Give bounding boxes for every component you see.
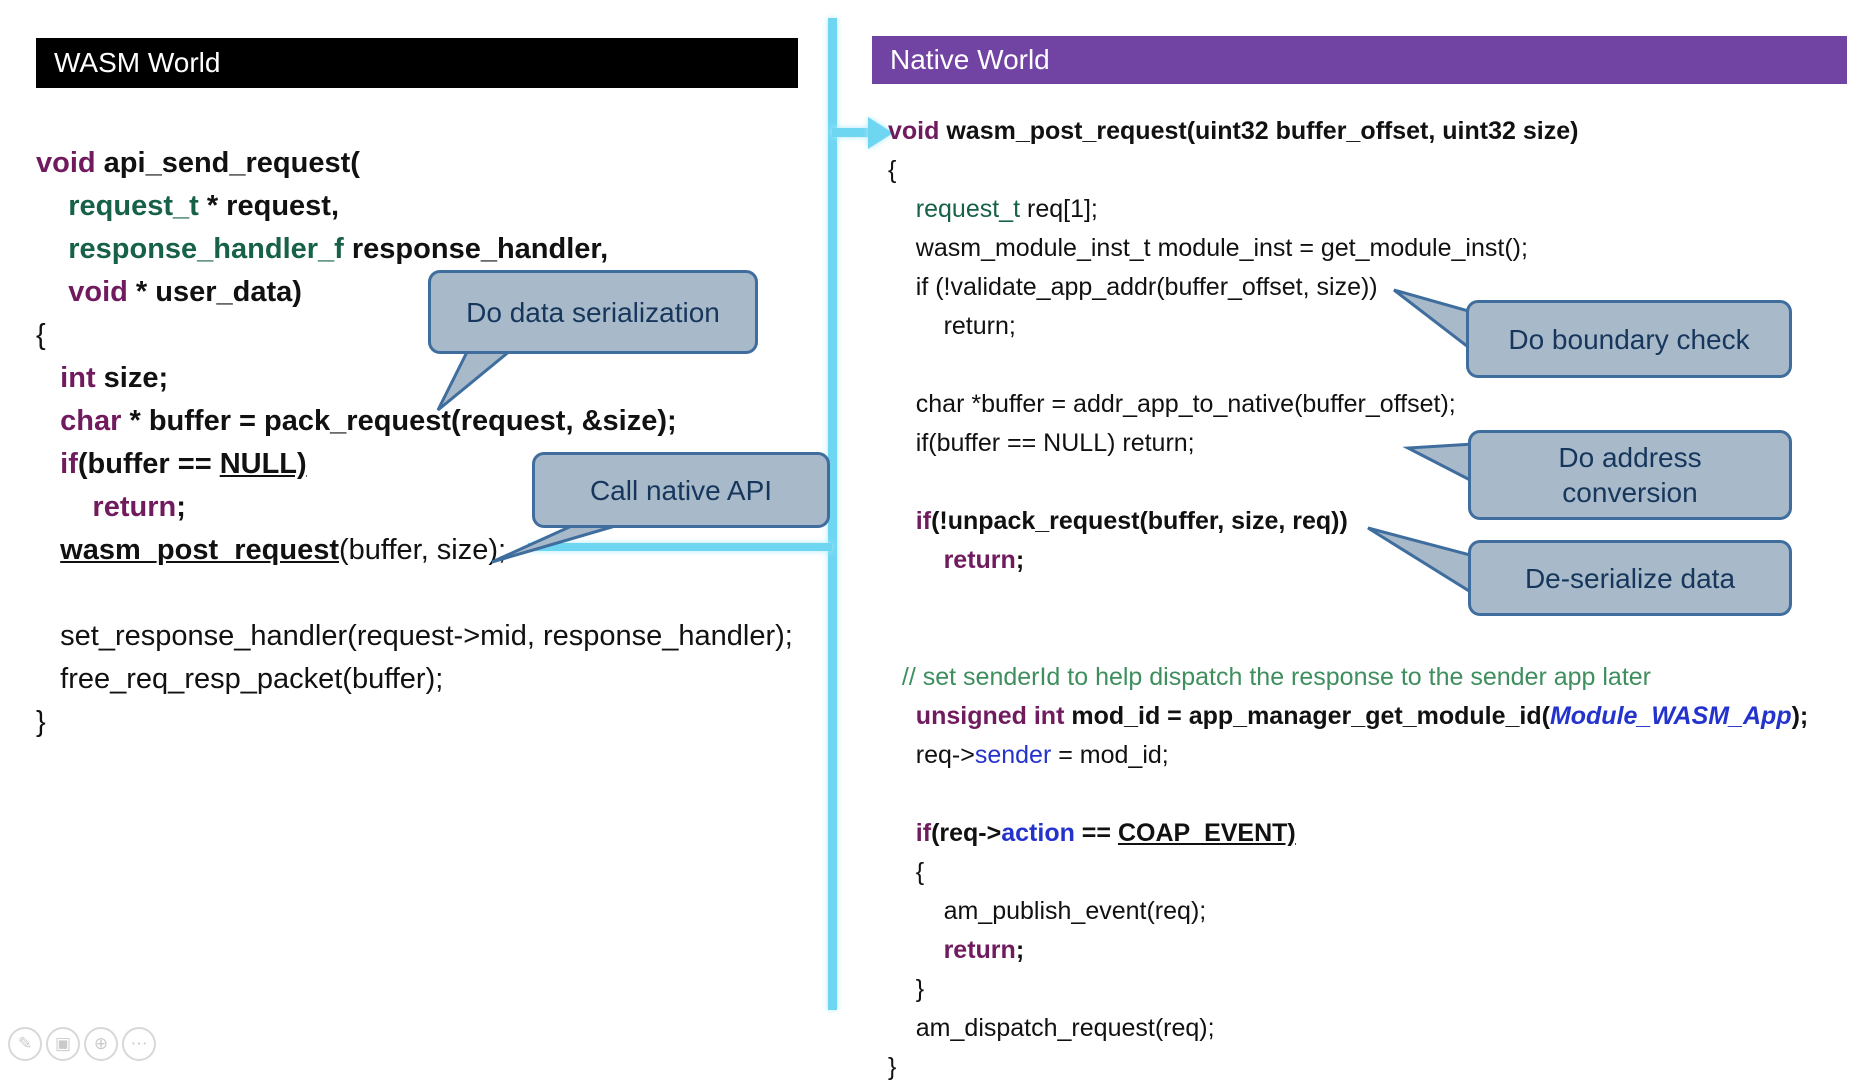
code-line: { — [36, 319, 46, 351]
zoom-icon[interactable]: ⊕ — [84, 1027, 118, 1061]
more-icon-glyph: ⋯ — [130, 1034, 148, 1053]
callout-do-data-serialization: Do data serialization — [428, 270, 758, 354]
code-line: return; — [92, 491, 186, 523]
slides-icon-glyph: ▣ — [54, 1034, 72, 1053]
callout-text: De-serialize data — [1524, 562, 1736, 594]
callout-do-boundary-check: Do boundary check — [1466, 300, 1792, 378]
callout-text: Do boundary check — [1508, 323, 1750, 355]
code-line: void * user_data) — [68, 276, 302, 308]
code-line: if(buffer == NULL) — [60, 448, 307, 480]
callout-do-address-conversion: Do address conversion — [1468, 430, 1792, 520]
zoom-icon-glyph: ⊕ — [93, 1034, 109, 1053]
wasm-world-title: WASM World — [54, 47, 221, 78]
code-line: req->sender = mod_id; — [888, 741, 1169, 769]
code-line: return; — [888, 312, 1016, 340]
callout-call-native-api: Call native API — [532, 452, 830, 528]
callout-de-serialize-data: De-serialize data — [1468, 540, 1792, 616]
code-line: char * buffer = pack_request(request, &s… — [60, 405, 677, 437]
more-icon[interactable]: ⋯ — [122, 1027, 156, 1061]
native-world-title: Native World — [890, 44, 1050, 75]
code-line: { — [888, 858, 925, 886]
flow-connector-top — [832, 128, 870, 137]
code-line: if(!unpack_request(buffer, size, req)) — [915, 507, 1348, 535]
callout-text: Call native API — [589, 474, 773, 506]
wasm-world-header: WASM World — [36, 38, 798, 88]
flow-arrowhead-icon — [868, 117, 893, 149]
code-line: } — [888, 975, 925, 1003]
code-line: request_t req[1]; — [915, 195, 1098, 223]
callout-text: Do address conversion — [1558, 442, 1702, 508]
code-line: char *buffer = addr_app_to_native(buffer… — [888, 390, 1456, 418]
code-line: return; — [943, 936, 1025, 964]
code-line: am_publish_event(req); — [888, 897, 1207, 925]
native-code-block: void wasm_post_request(uint32 buffer_off… — [888, 112, 1808, 1087]
code-line: response_handler_f response_handler, — [68, 233, 609, 265]
code-line — [36, 572, 793, 615]
code-line: if (!validate_app_addr(buffer_offset, si… — [888, 273, 1378, 301]
code-line: am_dispatch_request(req); — [888, 1014, 1215, 1042]
code-line: } — [888, 1053, 897, 1081]
code-line: return; — [943, 546, 1025, 574]
code-line: } — [36, 706, 46, 738]
wasm-code-block: void api_send_request( request_t * reque… — [36, 142, 793, 744]
code-line: int size; — [60, 362, 169, 394]
code-line: wasm_module_inst_t module_inst = get_mod… — [888, 234, 1528, 262]
slides-icon[interactable]: ▣ — [46, 1027, 80, 1061]
code-line: set_response_handler(request->mid, respo… — [36, 620, 793, 652]
code-line — [888, 775, 1808, 814]
pen-icon-glyph: ✎ — [17, 1034, 33, 1053]
code-line — [888, 619, 1808, 658]
code-line: wasm_post_request(buffer, size); — [60, 534, 507, 566]
callout-text: Do data serialization — [466, 296, 720, 328]
code-line: request_t * request, — [68, 190, 340, 222]
code-line: if(req->action == COAP_EVENT) — [915, 819, 1296, 847]
code-line: free_req_resp_packet(buffer); — [36, 663, 444, 695]
code-line: // set senderId to help dispatch the res… — [901, 663, 1652, 691]
code-line: unsigned int mod_id = app_manager_get_mo… — [915, 702, 1809, 730]
code-line: void api_send_request( — [36, 147, 360, 179]
native-world-header: Native World — [872, 36, 1847, 84]
code-line: void wasm_post_request(uint32 buffer_off… — [888, 117, 1579, 145]
flow-connector-from-call — [528, 543, 832, 551]
code-line: if(buffer == NULL) return; — [888, 429, 1195, 457]
code-line: { — [888, 156, 897, 184]
pen-icon[interactable]: ✎ — [8, 1027, 42, 1061]
flow-connector-vertical — [828, 18, 837, 1010]
